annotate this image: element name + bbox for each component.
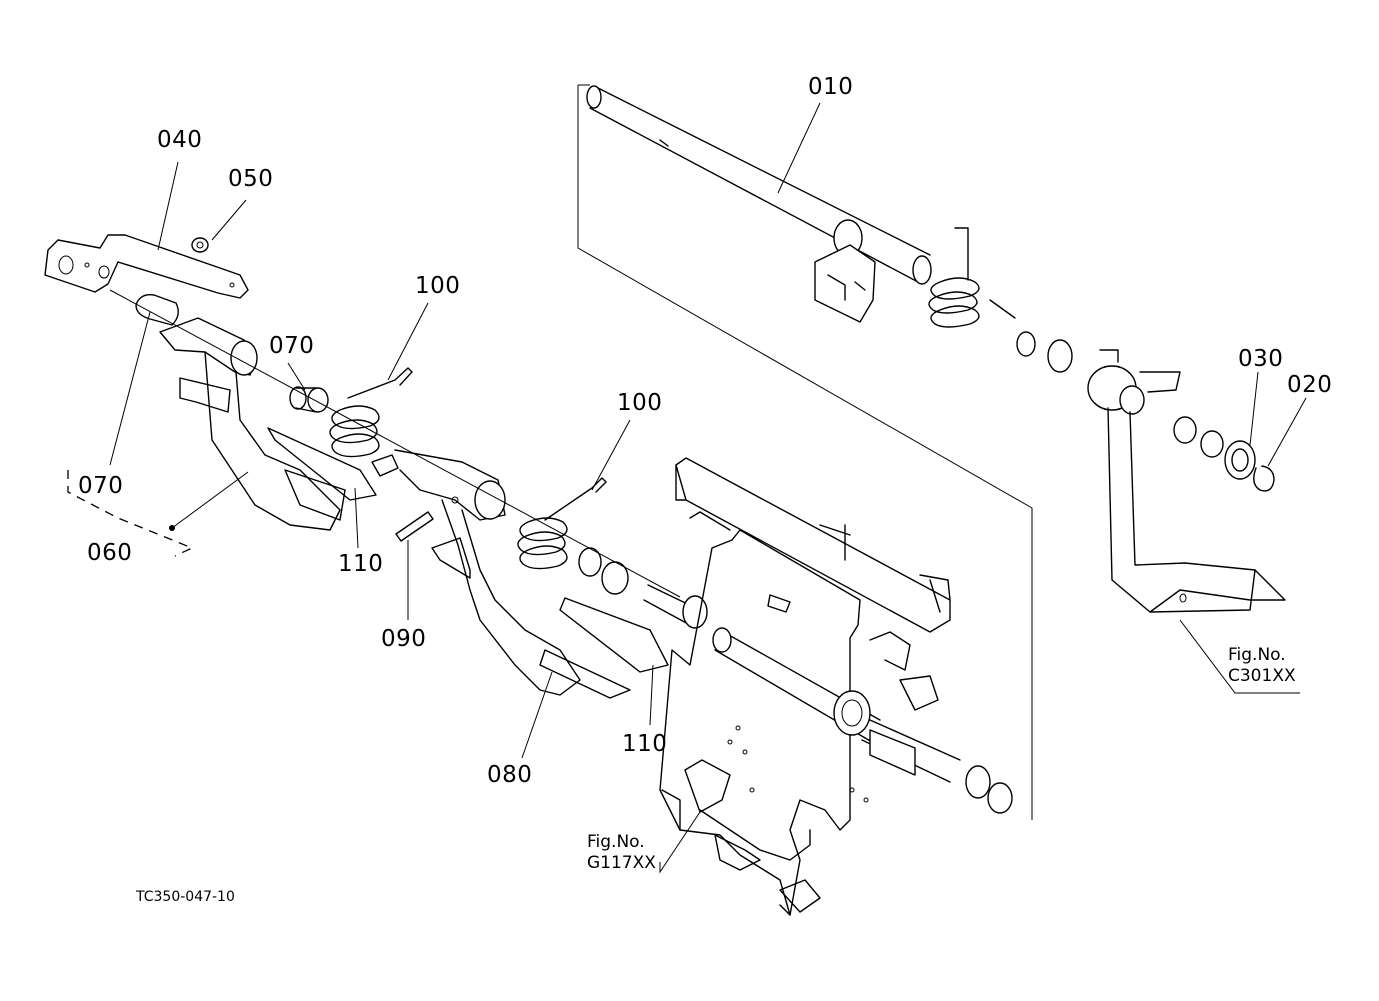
- main-shaft: [586, 85, 932, 323]
- torsion-spring-top: [928, 227, 1016, 328]
- right-pedal-arm: [1099, 349, 1286, 613]
- callout-070-lower: 070: [78, 473, 124, 499]
- callout-110-left: 110: [338, 551, 384, 577]
- right-shaft-washers: [1173, 416, 1275, 492]
- callout-050: 050: [228, 166, 274, 192]
- callout-060: 060: [87, 540, 133, 566]
- fig-ref-c301: Fig.No. C301XX: [1228, 645, 1296, 687]
- nut-050: [191, 237, 209, 253]
- shaft-rings-top: [1016, 331, 1145, 415]
- leader-lines-right: [777, 102, 1307, 694]
- fig-ref-g117-line1: Fig.No.: [587, 832, 645, 852]
- center-pedal-080: [371, 449, 669, 699]
- left-pedal-assembly: [135, 294, 377, 531]
- spring-100-a: [329, 367, 413, 458]
- callout-040: 040: [157, 127, 203, 153]
- frame-rings: [965, 765, 1013, 814]
- leader-lines-left: [67, 161, 701, 874]
- callout-100-right: 100: [617, 390, 663, 416]
- fig-ref-g117-line2: G117XX: [587, 853, 656, 873]
- fig-ref-c301-line2: C301XX: [1228, 666, 1296, 686]
- bushing-070-a: [289, 386, 329, 413]
- pin-090: [395, 511, 434, 542]
- frame-g117: [659, 457, 961, 916]
- drawing-code: TC350-047-10: [136, 889, 235, 905]
- assembly-axis-line: [109, 289, 681, 598]
- shaft-assembly-outline: [577, 84, 1033, 820]
- callout-010: 010: [808, 74, 854, 100]
- callout-030: 030: [1238, 346, 1284, 372]
- fig-ref-g117: Fig.No. G117XX: [587, 832, 656, 874]
- callout-080: 080: [487, 762, 533, 788]
- callout-020: 020: [1287, 372, 1333, 398]
- callout-100-left: 100: [415, 273, 461, 299]
- spring-100-b: [517, 477, 607, 570]
- callout-090: 090: [381, 626, 427, 652]
- bracket-040: [44, 234, 249, 299]
- fig-ref-c301-line1: Fig.No.: [1228, 645, 1286, 665]
- callout-110-right: 110: [622, 731, 668, 757]
- callout-070-upper: 070: [269, 333, 315, 359]
